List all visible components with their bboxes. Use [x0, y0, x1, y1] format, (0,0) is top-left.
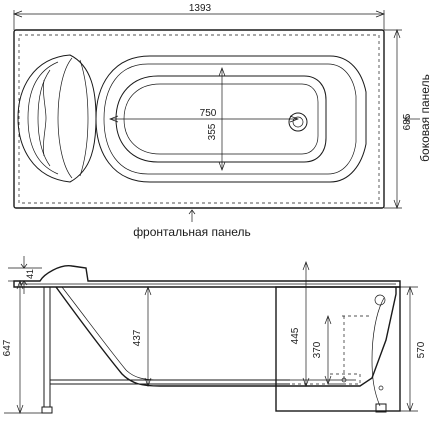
front-panel — [275, 286, 401, 412]
dim-floor-height: 445 — [290, 327, 301, 344]
dim-rim-thickness: 41 — [25, 269, 35, 279]
drain-inner — [292, 116, 304, 128]
dim-overall-width: 685 — [402, 113, 413, 130]
tub-outline-top — [13, 29, 385, 209]
drain-outer — [288, 112, 308, 132]
dim-drain-height: 370 — [312, 341, 323, 358]
dim-basin-length: 750 — [200, 108, 217, 119]
dim-inner-depth: 437 — [132, 329, 143, 346]
basin-shell — [95, 55, 367, 183]
left-leg — [43, 286, 51, 408]
top-view: 1393 685 боковая панель 750 355 фронталь… — [13, 3, 432, 239]
dim-overall-length: 1393 — [189, 3, 212, 14]
dim-panel-height: 570 — [416, 341, 427, 358]
dim-total-height: 647 — [2, 339, 13, 356]
label-side-panel: боковая панель — [418, 74, 432, 162]
tub-body-side — [55, 286, 397, 387]
side-view: 41 647 437 445 370 570 — [2, 256, 427, 414]
headrest-outline — [17, 54, 97, 183]
tub-rim-inner-line — [18, 34, 380, 204]
label-front-panel: фронтальная панель — [133, 225, 251, 239]
basin-floor — [115, 75, 327, 163]
tub-rim-side — [13, 265, 401, 288]
dim-basin-width: 355 — [207, 123, 218, 140]
